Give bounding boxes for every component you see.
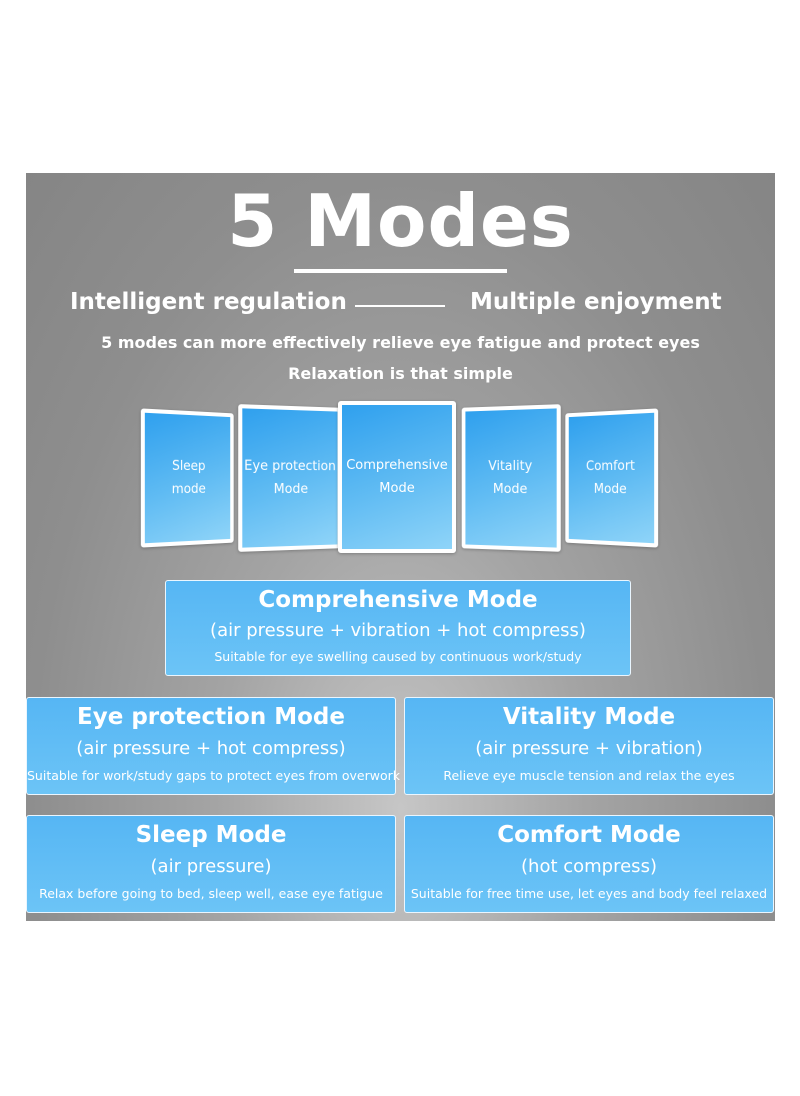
- mode-name: Comprehensive Mode: [258, 587, 538, 613]
- title-underline: [294, 269, 507, 273]
- fan-card-sleep: Sleep mode: [140, 408, 234, 548]
- subtitle-line-2: Relaxation is that simple: [288, 364, 513, 383]
- mode-box-eye-protection: Eye protection Mode (air pressure + hot …: [26, 697, 400, 795]
- fan-card-vitality: Vitality Mode: [461, 404, 561, 552]
- subtitle-line-1: 5 modes can more effectively relieve eye…: [101, 333, 700, 352]
- fan-card-label: Mode: [492, 481, 528, 498]
- mode-features: (air pressure): [150, 856, 272, 877]
- mode-name: Sleep Mode: [135, 822, 287, 848]
- mode-description: Suitable for free time use, let eyes and…: [410, 886, 768, 901]
- mode-features: (hot compress): [521, 856, 657, 877]
- mode-box-comfort: Comfort Mode (hot compress) Suitable for…: [404, 815, 774, 913]
- mode-features: (air pressure + vibration + hot compress…: [210, 620, 586, 641]
- mode-box-vitality: Vitality Mode (air pressure + vibration)…: [404, 697, 774, 795]
- fan-card-label: Mode: [593, 481, 627, 498]
- mode-box-comprehensive: Comprehensive Mode (air pressure + vibra…: [165, 580, 631, 676]
- tagline-right: Multiple enjoyment: [470, 289, 722, 315]
- fan-card-label: Mode: [379, 481, 415, 496]
- mode-box-sleep: Sleep Mode (air pressure) Relax before g…: [26, 815, 396, 913]
- page-title: 5 Modes: [227, 179, 574, 263]
- mode-name: Comfort Mode: [497, 822, 681, 848]
- mode-description: Suitable for eye swelling caused by cont…: [214, 649, 582, 664]
- fan-card-label: Comprehensive: [346, 458, 448, 473]
- mode-name: Vitality Mode: [502, 704, 676, 730]
- mode-features: (air pressure + hot compress): [76, 738, 346, 759]
- mode-description: Relax before going to bed, sleep well, e…: [39, 886, 383, 901]
- fan-card-comfort: Comfort Mode: [565, 408, 659, 548]
- mode-name: Eye protection Mode: [77, 704, 345, 730]
- fan-card-label: Sleep: [172, 458, 206, 475]
- fan-card-label: Mode: [273, 481, 309, 498]
- mode-infographic-panel: 5 Modes Intelligent regulation Multiple …: [26, 173, 775, 921]
- tagline-divider: [355, 305, 445, 307]
- fan-card-label: Comfort: [586, 458, 635, 475]
- mode-description: Relieve eye muscle tension and relax the…: [443, 768, 735, 783]
- fan-card-eye-protection: Eye protection Mode: [238, 404, 342, 552]
- fan-card-label: Eye protection: [244, 458, 336, 475]
- fan-card-comprehensive: Comprehensive Mode: [338, 401, 456, 553]
- tagline-left: Intelligent regulation: [70, 289, 347, 315]
- fan-card-label: Vitality: [488, 458, 533, 475]
- fan-card-label: mode: [171, 481, 206, 498]
- mode-description: Suitable for work/study gaps to protect …: [27, 768, 400, 783]
- mode-features: (air pressure + vibration): [475, 738, 703, 759]
